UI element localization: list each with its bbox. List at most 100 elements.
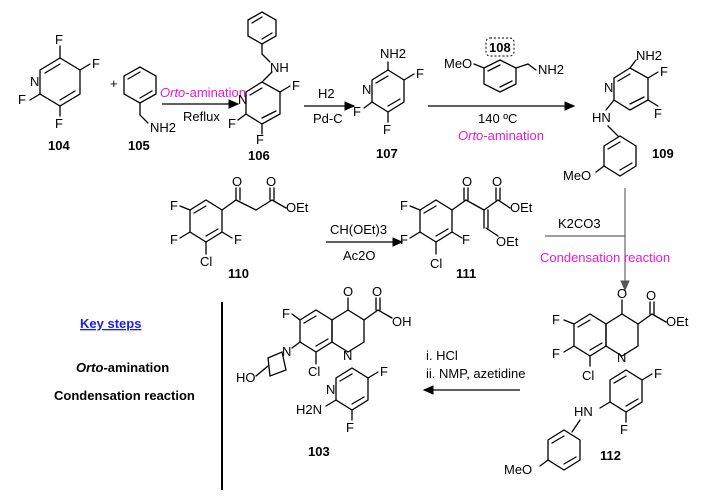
compound-112: O O OEt F F Cl N F F HN MeO 112 (504, 286, 689, 477)
svg-text:N: N (326, 382, 335, 397)
svg-text:MeO: MeO (504, 462, 532, 477)
svg-text:F: F (234, 232, 242, 247)
svg-text:O: O (232, 174, 242, 189)
compound-107: NH2 F N F F 107 (353, 46, 424, 161)
svg-text:F: F (256, 132, 264, 147)
svg-text:K2CO3: K2CO3 (558, 216, 601, 231)
svg-text:Cl: Cl (308, 364, 320, 379)
svg-text:O: O (266, 174, 276, 189)
svg-text:Ac2O: Ac2O (343, 248, 376, 263)
svg-text:F: F (170, 232, 178, 247)
label-105: 105 (128, 138, 150, 153)
svg-text:NH: NH (270, 60, 289, 75)
svg-text:F: F (170, 198, 178, 213)
svg-text:OEt: OEt (666, 314, 689, 329)
svg-text:F: F (380, 364, 388, 379)
svg-text:F: F (462, 232, 470, 247)
svg-text:NH2: NH2 (636, 48, 662, 63)
svg-text:F: F (282, 306, 290, 321)
svg-text:F: F (654, 106, 662, 121)
svg-text:H2N: H2N (296, 402, 322, 417)
arrow-step-6: i. HCl ii. NMP, azetidine (422, 348, 525, 395)
label-112: 112 (600, 448, 621, 463)
svg-text:OEt: OEt (510, 200, 533, 215)
compound-104: F F N F F 104 (18, 32, 100, 153)
svg-text:O: O (343, 284, 353, 299)
svg-text:N: N (604, 80, 613, 95)
svg-text:F: F (552, 346, 560, 361)
svg-text:F: F (620, 422, 628, 437)
compound-103: O O OH F N Cl N HO F F H2N N 103 (236, 284, 412, 459)
key-steps-title: Key steps (80, 316, 141, 331)
label-106: 106 (248, 148, 270, 163)
svg-text:Orto-amination: Orto-amination (160, 85, 246, 100)
arrow-step-3: 140 ºC Orto-amination (428, 101, 576, 143)
svg-text:N: N (282, 344, 291, 359)
svg-text:HO: HO (236, 370, 256, 385)
plus-sign: + (110, 76, 118, 91)
svg-text:N: N (362, 82, 371, 97)
label-103: 103 (308, 444, 330, 459)
svg-text:ii. NMP, azetidine: ii. NMP, azetidine (426, 366, 525, 381)
svg-text:Condensation reaction: Condensation reaction (540, 250, 670, 265)
svg-text:HN: HN (574, 404, 593, 419)
svg-text:F: F (383, 122, 391, 137)
key-step-2: Condensation reaction (54, 388, 195, 403)
svg-text:NH2: NH2 (380, 46, 406, 61)
svg-text:i. HCl: i. HCl (426, 348, 458, 363)
svg-text:N: N (238, 92, 247, 107)
svg-text:O: O (617, 286, 627, 301)
svg-text:Orto-amination: Orto-amination (458, 128, 544, 143)
svg-text:Orto-amination: Orto-amination (76, 360, 169, 375)
svg-text:F: F (55, 32, 63, 47)
svg-text:Cl: Cl (430, 256, 442, 271)
svg-text:Reflux: Reflux (183, 109, 220, 124)
svg-text:H2: H2 (318, 86, 335, 101)
label-110: 110 (228, 266, 249, 281)
label-109: 109 (652, 146, 674, 161)
svg-text:Cl: Cl (582, 368, 594, 383)
svg-text:F: F (228, 116, 236, 131)
reagent-108: 108 MeO NH2 (444, 37, 564, 93)
svg-text:F: F (55, 116, 63, 131)
key-steps: Key steps Orto-amination Condensation re… (54, 316, 195, 403)
svg-text:MeO: MeO (563, 168, 591, 183)
svg-text:O: O (462, 174, 472, 189)
svg-text:F: F (353, 104, 361, 119)
svg-text:NH2: NH2 (538, 62, 564, 77)
label-107: 107 (376, 146, 398, 161)
svg-text:O: O (646, 288, 656, 303)
svg-text:F: F (346, 420, 354, 435)
arrow-step-4: CH(OEt)3 Ac2O (326, 222, 404, 263)
label-111: 111 (456, 266, 476, 281)
compound-105: NH2 105 (123, 66, 176, 153)
label-108: 108 (489, 40, 511, 55)
compound-106: NH N F F F 106 (228, 11, 300, 163)
svg-text:HN: HN (592, 110, 611, 125)
compound-111: O O OEt OEt F F F Cl 111 (400, 174, 533, 281)
svg-text:NH2: NH2 (150, 120, 176, 135)
svg-text:MeO: MeO (444, 56, 472, 71)
compound-109: NH2 F N F HN MeO 109 (563, 48, 674, 183)
svg-text:F: F (416, 66, 424, 81)
svg-text:F: F (400, 232, 408, 247)
svg-text:N: N (343, 348, 352, 363)
svg-text:N: N (617, 350, 626, 365)
svg-text:Pd-C: Pd-C (313, 111, 343, 126)
svg-text:F: F (654, 366, 662, 381)
svg-text:F: F (92, 56, 100, 71)
svg-text:F: F (292, 78, 300, 93)
arrow-step-2: H2 Pd-C (304, 86, 356, 126)
svg-text:N: N (30, 74, 39, 89)
svg-text:F: F (660, 64, 668, 79)
svg-text:O: O (492, 174, 502, 189)
svg-text:OEt: OEt (496, 234, 519, 249)
svg-text:F: F (552, 312, 560, 327)
label-104: 104 (48, 138, 70, 153)
svg-text:140 ºC: 140 ºC (478, 111, 517, 126)
svg-text:O: O (372, 284, 382, 299)
arrow-step-5: K2CO3 Condensation reaction (540, 188, 670, 292)
compound-110: O O OEt F F F Cl 110 (170, 174, 309, 281)
svg-text:OEt: OEt (286, 200, 309, 215)
